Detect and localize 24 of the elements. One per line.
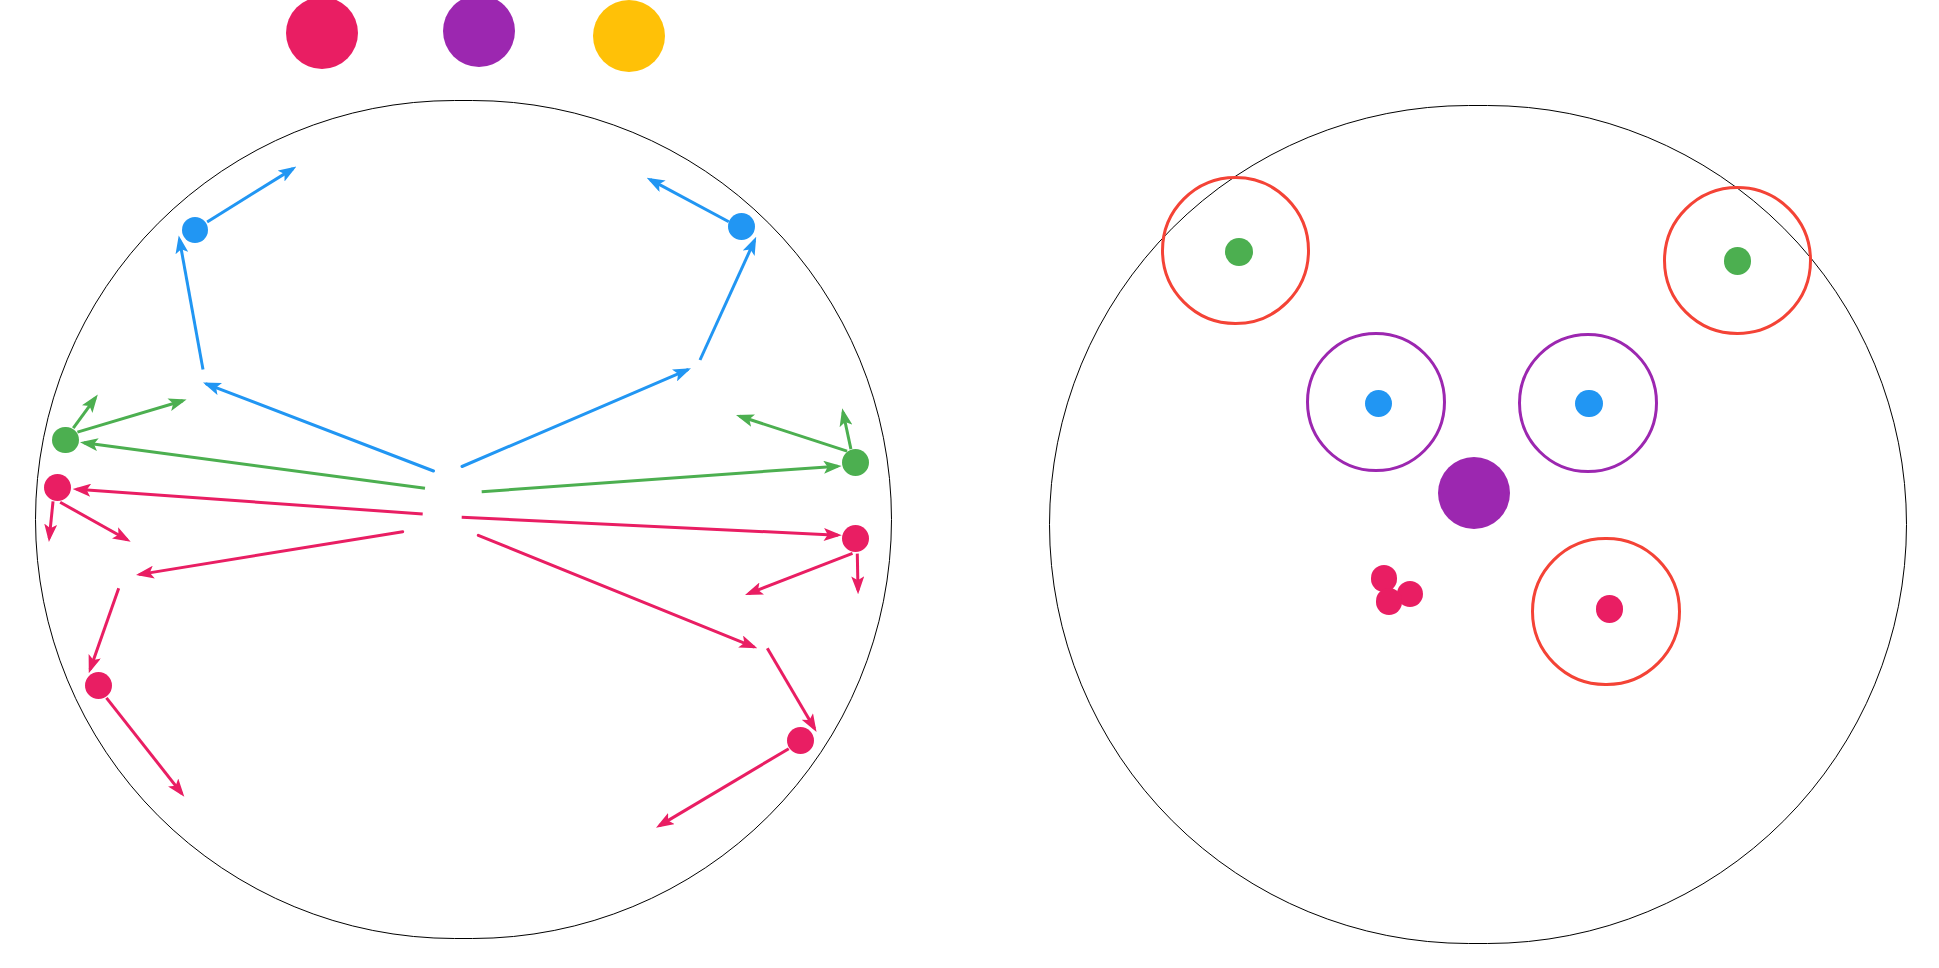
arrow: [72, 394, 98, 430]
arrow: [80, 438, 426, 490]
arrow: [656, 747, 790, 828]
arrow: [206, 166, 297, 224]
arrow: [481, 460, 842, 494]
arrow: [175, 235, 205, 370]
ring: [1518, 332, 1659, 473]
arrow: [745, 551, 854, 595]
arrow: [646, 177, 730, 224]
arrow: [77, 398, 187, 434]
arrow: [839, 408, 853, 450]
arrow: [461, 515, 842, 541]
arrow: [105, 696, 185, 797]
arrow: [851, 553, 865, 595]
ring: [1662, 186, 1812, 336]
ring: [1160, 175, 1311, 326]
arrow: [72, 483, 423, 516]
arrow: [44, 501, 58, 543]
arrow: [766, 647, 817, 732]
arrow: [59, 500, 131, 542]
ring: [1306, 332, 1447, 473]
arrow: [736, 414, 848, 453]
ring: [1531, 537, 1681, 687]
arrow: [88, 587, 121, 674]
